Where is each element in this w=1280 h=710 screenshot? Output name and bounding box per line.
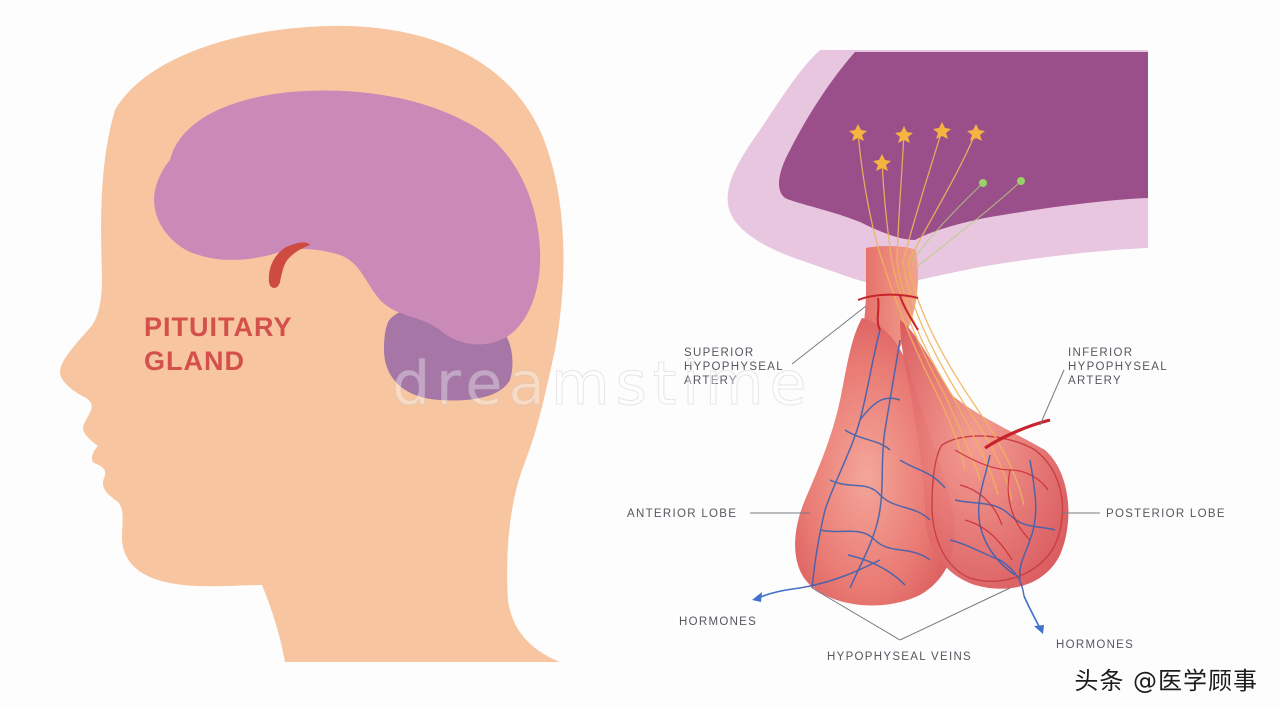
green-neurons bbox=[979, 177, 1025, 187]
label-hormones-right: HORMONES bbox=[1056, 639, 1134, 651]
label-superior-line1: SUPERIOR bbox=[684, 347, 754, 359]
label-hypophyseal-veins: HYPOPHYSEAL VEINS bbox=[827, 651, 972, 663]
brain bbox=[154, 90, 541, 345]
pituitary-gland-marker bbox=[268, 242, 310, 288]
arrow-heads bbox=[752, 592, 1044, 634]
green-fibers bbox=[911, 180, 1022, 267]
label-superior-line2: HYPOPHYSEAL bbox=[684, 361, 784, 373]
label-inferior-line2: HYPOPHYSEAL bbox=[1068, 361, 1168, 373]
watermark: dreamstime bbox=[392, 349, 812, 419]
label-posterior-lobe: POSTERIOR LOBE bbox=[1106, 508, 1226, 520]
hypothalamus-inner bbox=[778, 52, 1148, 240]
neuron-cells bbox=[849, 122, 985, 171]
label-superior-line3: ARTERY bbox=[684, 375, 738, 387]
nerve-fibers bbox=[857, 129, 1025, 506]
gland-panel: SUPERIOR HYPOPHYSEAL ARTERY INFERIOR HYP… bbox=[627, 50, 1226, 663]
posterior-lobe-outline bbox=[931, 435, 1064, 582]
leader-lines bbox=[750, 305, 1100, 641]
artery-network bbox=[954, 449, 1049, 561]
credit-text: 头条 @医学顾事 bbox=[1074, 667, 1258, 695]
superior-artery bbox=[857, 293, 919, 331]
label-anterior-lobe: ANTERIOR LOBE bbox=[627, 508, 737, 520]
inferior-label: INFERIOR HYPOPHYSEAL ARTERY bbox=[1068, 347, 1168, 387]
posterior-lobe bbox=[900, 320, 1069, 589]
label-inferior-line1: INFERIOR bbox=[1068, 347, 1133, 359]
title-gland: GLAND bbox=[144, 346, 245, 376]
label-hormones-left: HORMONES bbox=[679, 616, 757, 628]
head-panel: PITUITARY GLAND bbox=[60, 25, 564, 662]
inferior-artery bbox=[984, 418, 1051, 450]
title-pituitary: PITUITARY bbox=[144, 312, 293, 342]
superior-label: SUPERIOR HYPOPHYSEAL ARTERY bbox=[684, 347, 784, 387]
label-inferior-line3: ARTERY bbox=[1068, 375, 1122, 387]
